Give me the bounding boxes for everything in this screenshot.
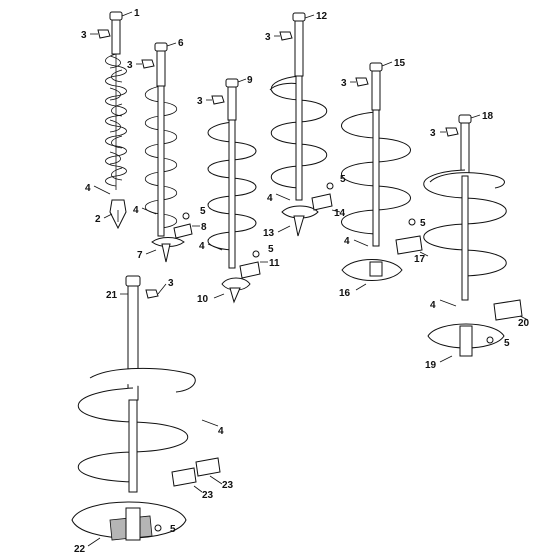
auger-12 (269, 12, 328, 201)
leader-lines (87, 11, 529, 547)
screw (145, 289, 159, 299)
screw (445, 127, 459, 137)
part-labels: 1 3 4 2 6 3 4 5 8 7 9 3 4 5 11 10 12 3 4… (74, 8, 530, 555)
auger-tip (281, 205, 319, 237)
part-number-19: 19 (425, 360, 437, 371)
part-number-14: 14 (334, 208, 346, 219)
nut (182, 212, 190, 220)
pin (275, 193, 291, 201)
screw (211, 95, 225, 105)
cutting-blade (173, 223, 193, 239)
auger-18 (423, 114, 507, 301)
part-number-3: 3 (168, 278, 174, 289)
auger-9 (207, 78, 257, 269)
part-number-23: 23 (222, 480, 234, 491)
part-number-6: 6 (178, 38, 184, 49)
part-number-4: 4 (199, 241, 205, 252)
part-number-17: 17 (414, 254, 426, 265)
part-number-9: 9 (247, 75, 253, 86)
pin (207, 243, 223, 251)
screw (97, 29, 111, 39)
screw (355, 77, 369, 87)
part-number-2: 2 (95, 214, 101, 225)
part-number-4: 4 (267, 193, 273, 204)
part-number-3: 3 (197, 96, 203, 107)
part-number-3: 3 (81, 30, 87, 41)
auger-tip (151, 237, 185, 263)
part-number-3: 3 (341, 78, 347, 89)
part-number-21: 21 (106, 290, 118, 301)
auger-tip (109, 199, 127, 230)
part-number-4: 4 (85, 183, 91, 194)
nut (326, 182, 334, 190)
part-number-5: 5 (200, 206, 206, 217)
part-number-4: 4 (344, 236, 350, 247)
cutting-blade (493, 299, 523, 321)
auger-15 (341, 62, 411, 247)
part-number-16: 16 (339, 288, 351, 299)
part-number-15: 15 (394, 58, 406, 69)
nut (408, 218, 416, 226)
nut (252, 250, 260, 258)
auger-21 (77, 275, 196, 493)
part-number-4: 4 (133, 205, 139, 216)
auger-tip (427, 323, 505, 357)
part-number-12: 12 (316, 11, 328, 22)
auger-tip (71, 501, 187, 541)
part-number-18: 18 (482, 111, 494, 122)
part-number-8: 8 (201, 222, 207, 233)
nut (154, 524, 162, 532)
part-number-3: 3 (430, 128, 436, 139)
auger-tip (341, 259, 403, 281)
part-number-23: 23 (202, 490, 214, 501)
part-number-3: 3 (127, 60, 133, 71)
auger-1 (105, 11, 127, 190)
nut (486, 336, 494, 344)
pin (141, 207, 157, 215)
cutting-blade (395, 235, 423, 255)
part-number-20: 20 (518, 318, 530, 329)
cutting-blade (311, 193, 333, 211)
cutting-blade (239, 261, 261, 279)
screw (279, 31, 293, 41)
part-number-11: 11 (269, 258, 280, 269)
part-number-5: 5 (420, 218, 426, 229)
part-number-22: 22 (74, 544, 86, 555)
pin (439, 299, 457, 307)
screw (141, 59, 155, 69)
auger-tip (221, 277, 251, 304)
part-number-5: 5 (268, 244, 274, 255)
part-number-4: 4 (218, 426, 224, 437)
part-number-10: 10 (197, 294, 209, 305)
part-number-1: 1 (134, 8, 140, 19)
part-number-5: 5 (504, 338, 510, 349)
cutting-blade (171, 457, 221, 487)
pin (201, 419, 219, 427)
part-number-3: 3 (265, 32, 271, 43)
part-number-7: 7 (137, 250, 143, 261)
part-number-5: 5 (340, 174, 346, 185)
pin (353, 239, 369, 247)
part-number-13: 13 (263, 228, 275, 239)
part-number-4: 4 (430, 300, 436, 311)
part-number-5: 5 (170, 524, 176, 535)
auger-6 (144, 42, 178, 237)
pin (93, 185, 111, 195)
